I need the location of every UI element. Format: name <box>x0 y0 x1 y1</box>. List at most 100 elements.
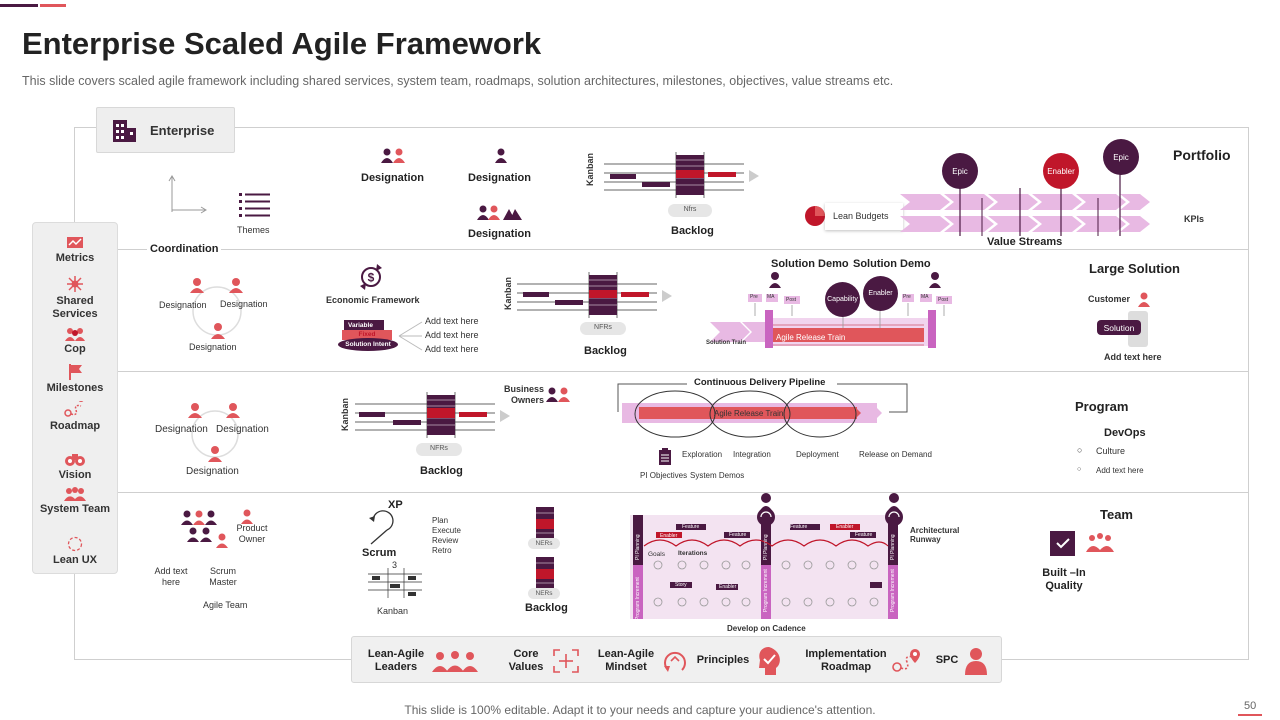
epic-circle-1: Epic <box>942 153 978 189</box>
team-kanban-board <box>368 568 422 598</box>
ls-backlog-label: Backlog <box>584 345 627 357</box>
portfolio-nfrs-pill: Nfrs <box>668 204 712 217</box>
bottom-item-core-values[interactable]: Core Values <box>504 637 580 684</box>
scrum-master-label: Scrum Master <box>209 566 237 587</box>
prog-kanban-label: Kanban <box>340 397 350 431</box>
sidebar-item-shared-services[interactable]: Shared Services <box>33 275 117 321</box>
group-icon <box>65 328 85 341</box>
cadence-enabler-3: Enabler <box>719 584 737 590</box>
cadence-feature-4: Feature <box>855 532 873 538</box>
building-icon <box>113 120 136 142</box>
cadence-enabler-1: Enabler <box>660 533 678 539</box>
built-in-quality-label: Built –In Quality <box>1042 567 1086 592</box>
cadence-feature-1: Feature <box>682 524 700 530</box>
scrum-cycle-icon <box>369 510 394 545</box>
team-kanban-label: Kanban <box>377 606 409 616</box>
execute-label: Execute <box>432 526 461 535</box>
team-add-text: Add text here <box>154 566 188 587</box>
portfolio-kanban-board <box>604 152 759 198</box>
top-accent-bar-dark <box>0 4 38 7</box>
cadence-feature-2: Feature <box>729 532 747 538</box>
capability-circle: Capability <box>825 282 860 317</box>
ls-designation-1: Designation <box>159 300 207 310</box>
portfolio-designation-1: Designation <box>361 172 424 184</box>
bottom-item-lean-agile-leaders[interactable]: Lean-Agile Leaders <box>366 637 478 684</box>
built-in-quality-icons <box>1050 531 1114 556</box>
ls-add-text-2: Add text here <box>425 330 479 340</box>
sidebar-item-lean-ux[interactable]: Lean UX <box>33 536 117 567</box>
enterprise-box: Enterprise <box>96 107 235 153</box>
level-program: Program <box>1075 399 1129 414</box>
cadence-story-1: Story <box>675 582 687 588</box>
epic-pins <box>959 174 1121 236</box>
variable-box: Variable <box>344 320 384 331</box>
people-triangle-icon <box>477 205 522 220</box>
footer-note: This slide is 100% editable. Adapt it to… <box>404 703 876 717</box>
pi-objectives-label: PI Objectives <box>640 471 688 480</box>
culture-label: Culture <box>1096 446 1126 456</box>
page-title: Enterprise Scaled Agile Framework <box>22 26 542 61</box>
prog-nfrs-pill: NFRs <box>416 443 462 456</box>
portfolio-designation-3: Designation <box>468 228 531 240</box>
leaders-icon <box>432 650 478 672</box>
lean-budgets-label: Lean Budgets <box>833 211 889 221</box>
business-owners-label: Business Owners <box>503 384 544 405</box>
scrum-label: Scrum <box>362 547 397 559</box>
page-number: 50 <box>1244 700 1257 712</box>
svg-text:$: $ <box>368 271 375 285</box>
agile-team-icon <box>181 509 253 548</box>
enabler-circle: Enabler <box>1043 153 1079 189</box>
system-demos-label: System Demos <box>690 471 745 480</box>
person-icon <box>495 148 507 163</box>
devops-label: DevOps <box>1104 427 1146 439</box>
portfolio-designation-2: Designation <box>468 172 531 184</box>
solution-intent-stack: Variable Fixed Solution Intent <box>338 320 398 352</box>
ls-add-text-1: Add text here <box>425 316 479 326</box>
bottom-item-lean-agile-mindset[interactable]: Lean-Agile Mindset <box>592 637 688 684</box>
sidebar-item-metrics[interactable]: Metrics <box>33 236 117 265</box>
prog-designation-2: Designation <box>216 424 269 435</box>
solution-box: Solution <box>1097 320 1141 335</box>
cadence-enabler-2: Enabler <box>836 524 854 530</box>
devops-add-text: Add text here <box>1096 466 1144 475</box>
solution-train-label: Solution Train <box>706 340 746 346</box>
ls-enabler-circle: Enabler <box>863 276 898 311</box>
ls-kanban-label: Kanban <box>503 276 513 310</box>
ls-art-label: Agile Release Train <box>776 333 846 342</box>
page-subtitle: This slide covers scaled agile framework… <box>22 74 894 88</box>
sidebar-item-roadmap[interactable]: Roadmap <box>33 401 117 433</box>
divider-portfolio <box>118 249 1248 250</box>
divider-program <box>118 492 1248 493</box>
sidebar-item-system-team[interactable]: System Team <box>33 487 117 516</box>
deployment-label: Deployment <box>796 450 839 459</box>
cdp-diagram <box>617 383 908 438</box>
ls-designation-3: Designation <box>189 342 237 352</box>
culture-bullet: ○ <box>1077 445 1083 455</box>
solution-intent-box: Solution Intent <box>338 338 398 351</box>
divider-large-solution <box>118 371 1248 372</box>
add-text-bullet: ○ <box>1077 466 1082 473</box>
level-team: Team <box>1100 507 1133 522</box>
sidebar-item-milestones[interactable]: Milestones <box>33 363 117 395</box>
bottom-item-principles[interactable]: Principles <box>694 637 782 684</box>
sidebar-item-vision[interactable]: Vision <box>33 451 117 482</box>
post-label-1: Post <box>786 297 797 303</box>
fixed-box: Fixed <box>342 330 392 340</box>
customer-icon <box>1138 292 1150 307</box>
sidebar-item-cop[interactable]: Cop <box>33 327 117 356</box>
ls-designation-2: Designation <box>220 299 268 309</box>
chart-icon <box>67 237 83 248</box>
axis-arrow-icon <box>168 175 207 214</box>
level-portfolio: Portfolio <box>1173 147 1231 163</box>
coordination-label: Coordination <box>147 243 222 255</box>
team-icon <box>64 487 86 501</box>
bottom-item-implementation-roadmap[interactable]: Implementation Roadmap <box>802 637 922 684</box>
pre-label-1: Pre <box>750 294 758 300</box>
prog-kanban-board <box>355 392 510 438</box>
post-label-2: Post <box>938 297 949 303</box>
ners-pill-1: NERs <box>528 538 560 549</box>
core-values-icon <box>553 648 579 673</box>
lean-budgets-card <box>825 203 903 230</box>
program-coordination-diagram <box>188 403 240 462</box>
bottom-item-spc[interactable]: SPC <box>934 637 988 684</box>
